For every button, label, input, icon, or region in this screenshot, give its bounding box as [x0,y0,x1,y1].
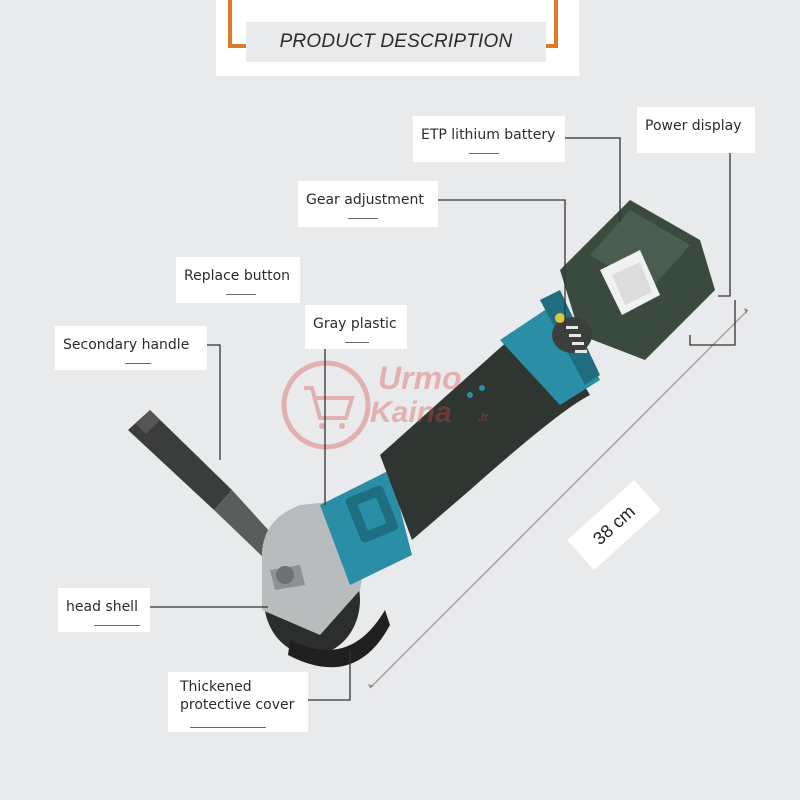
label-head-shell: head shell [58,588,150,632]
label-power-display: Power display [637,107,755,153]
label-text: Power display [645,118,742,134]
watermark-logo [281,360,371,450]
watermark-suffix: .lt [478,412,488,424]
label-secondary-handle: Secondary handle [55,326,207,370]
watermark-text-2: Kaina [370,396,452,429]
label-protective-cover: Thickened protective cover [168,672,308,732]
label-etp-battery: ETP lithium battery [413,116,565,162]
page-title: PRODUCT DESCRIPTION [246,22,546,62]
label-text: Gear adjustment [306,192,424,208]
label-text: Secondary handle [63,337,190,353]
label-gear-adjustment: Gear adjustment [298,181,438,227]
secondary-handle-shape [128,410,282,560]
dimension-line [369,309,749,689]
label-text: head shell [66,599,138,615]
label-replace-button: Replace button [176,257,300,303]
label-gray-plastic: Gray plastic [305,305,407,349]
battery-shape [560,200,715,360]
watermark-text: Urmo [378,360,462,396]
label-text: Gray plastic [313,316,397,332]
label-text: Thickened protective cover [180,679,295,713]
label-text: ETP lithium battery [421,127,556,143]
label-text: Replace button [184,268,291,284]
